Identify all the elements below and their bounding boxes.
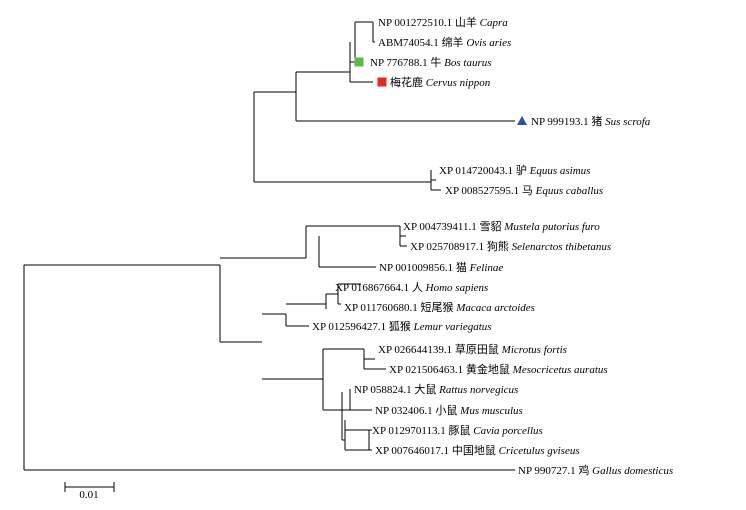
leaf-label: 梅花鹿 Cervus nippon	[390, 75, 491, 89]
leaf-markers	[354, 57, 527, 125]
leaf-scientific-name: Macaca arctoides	[455, 302, 535, 314]
leaf-common-name: 狐猴	[389, 319, 414, 333]
leaf-scientific-name: Cavia porcellus	[473, 425, 543, 437]
leaf-label: XP 014720043.1 驴 Equus asimus	[439, 163, 590, 177]
triangle-marker-icon	[517, 116, 527, 125]
leaf-common-name: 小鼠	[435, 403, 460, 417]
leaf-accession: XP 008527595.1	[445, 185, 522, 197]
leaf-common-name: 雪貂	[480, 219, 505, 233]
leaf-scientific-name: Mustela putorius furo	[503, 221, 600, 233]
leaf-label: XP 026644139.1 草原田鼠 Microtus fortis	[378, 342, 567, 356]
leaf-common-name: 绵羊	[442, 35, 467, 49]
leaf-common-name: 人	[412, 281, 426, 294]
leaf-label: XP 016867664.1 人 Homo sapiens	[335, 281, 488, 294]
leaf-accession: XP 021506463.1	[389, 364, 466, 376]
leaf-accession: 梅花鹿	[390, 75, 426, 89]
leaf-accession: ABM74054.1	[378, 37, 442, 49]
square-marker-icon	[354, 57, 364, 67]
leaf-label: XP 025708917.1 狗熊 Selenarctos thibetanus	[410, 239, 611, 253]
leaf-scientific-name: Microtus fortis	[501, 344, 567, 356]
leaf-label: XP 012596427.1 狐猴 Lemur variegatus	[312, 319, 492, 333]
leaf-scientific-name: Homo sapiens	[425, 282, 489, 294]
leaf-common-name: 草原田鼠	[455, 342, 502, 356]
leaf-label: NP 001272510.1 山羊 Capra	[378, 15, 508, 29]
leaf-common-name: 黄金地鼠	[466, 362, 513, 376]
leaf-label: XP 011760680.1 短尾猴 Macaca arctoides	[344, 300, 535, 314]
leaf-accession: NP 999193.1	[531, 116, 591, 128]
leaf-common-name: 牛	[430, 55, 444, 69]
leaf-accession: NP 058824.1	[354, 384, 414, 396]
leaf-label: NP 990727.1 鸡 Gallus domesticus	[518, 463, 673, 477]
scale-bar: 0.01	[64, 482, 115, 501]
leaf-common-name: 鸡	[578, 463, 592, 477]
leaf-label: ABM74054.1 绵羊 Ovis aries	[378, 35, 511, 49]
leaf-accession: XP 012596427.1	[312, 321, 389, 333]
leaf-scientific-name: Rattus norvegicus	[438, 384, 518, 396]
leaf-accession: XP 012970113.1	[372, 425, 449, 437]
leaf-common-name: 猫	[456, 261, 470, 274]
leaf-scientific-name: Bos taurus	[444, 57, 491, 69]
leaf-accession: NP 001009856.1	[379, 262, 456, 274]
leaf-label: NP 776788.1 牛 Bos taurus	[370, 55, 492, 69]
leaf-label: XP 007646017.1 中国地鼠 Cricetulus gviseus	[375, 443, 580, 457]
scale-bar-label: 0.01	[79, 489, 98, 501]
leaf-accession: XP 026644139.1	[378, 344, 455, 356]
leaf-accession: XP 007646017.1	[375, 445, 452, 457]
leaf-accession: NP 032406.1	[375, 405, 435, 417]
leaf-accession: NP 990727.1	[518, 465, 578, 477]
leaf-label: NP 999193.1 猪 Sus scrofa	[531, 115, 651, 128]
leaf-accession: XP 014720043.1	[439, 165, 516, 177]
leaf-accession: XP 016867664.1	[335, 282, 412, 294]
leaf-scientific-name: Ovis aries	[466, 37, 511, 49]
leaf-scientific-name: Mesocricetus auratus	[512, 364, 608, 376]
leaf-scientific-name: Capra	[480, 17, 509, 29]
leaf-scientific-name: Equus caballus	[535, 185, 604, 197]
leaf-common-name: 狗熊	[487, 239, 512, 253]
tree-branches	[23, 21, 515, 471]
leaf-common-name: 马	[522, 184, 536, 197]
leaf-scientific-name: Felinae	[469, 262, 504, 274]
leaf-scientific-name: Gallus domesticus	[592, 465, 673, 477]
leaf-accession: XP 004739411.1	[403, 221, 480, 233]
leaf-common-name: 山羊	[455, 15, 480, 29]
leaf-label: NP 001009856.1 猫 Felinae	[379, 261, 503, 274]
leaf-label: XP 012970113.1 豚鼠 Cavia porcellus	[372, 423, 543, 437]
square-marker-icon	[377, 77, 387, 87]
leaf-common-name: 驴	[516, 163, 530, 177]
leaf-scientific-name: Cricetulus gviseus	[499, 445, 580, 457]
leaf-label: NP 032406.1 小鼠 Mus musculus	[375, 403, 523, 417]
leaf-scientific-name: Lemur variegatus	[413, 321, 492, 333]
leaf-common-name: 豚鼠	[449, 423, 474, 437]
leaf-label: XP 021506463.1 黄金地鼠 Mesocricetus auratus	[389, 362, 608, 376]
leaf-scientific-name: Equus asimus	[529, 165, 591, 177]
leaf-scientific-name: Cervus nippon	[426, 77, 491, 89]
leaf-scientific-name: Selenarctos thibetanus	[512, 241, 612, 253]
leaf-scientific-name: Mus musculus	[459, 405, 523, 417]
leaf-label: XP 008527595.1 马 Equus caballus	[445, 184, 603, 197]
leaf-common-name: 大鼠	[414, 382, 439, 396]
leaf-label: NP 058824.1 大鼠 Rattus norvegicus	[354, 382, 518, 396]
leaf-common-name: 猪	[591, 115, 605, 128]
leaf-scientific-name: Sus scrofa	[605, 116, 651, 128]
leaf-accession: NP 776788.1	[370, 57, 430, 69]
leaf-common-name: 中国地鼠	[452, 443, 499, 457]
leaf-label: XP 004739411.1 雪貂 Mustela putorius furo	[403, 219, 600, 233]
leaf-common-name: 短尾猴	[421, 300, 457, 314]
leaf-accession: XP 011760680.1	[344, 302, 421, 314]
leaf-accession: XP 025708917.1	[410, 241, 487, 253]
leaf-accession: NP 001272510.1	[378, 17, 455, 29]
